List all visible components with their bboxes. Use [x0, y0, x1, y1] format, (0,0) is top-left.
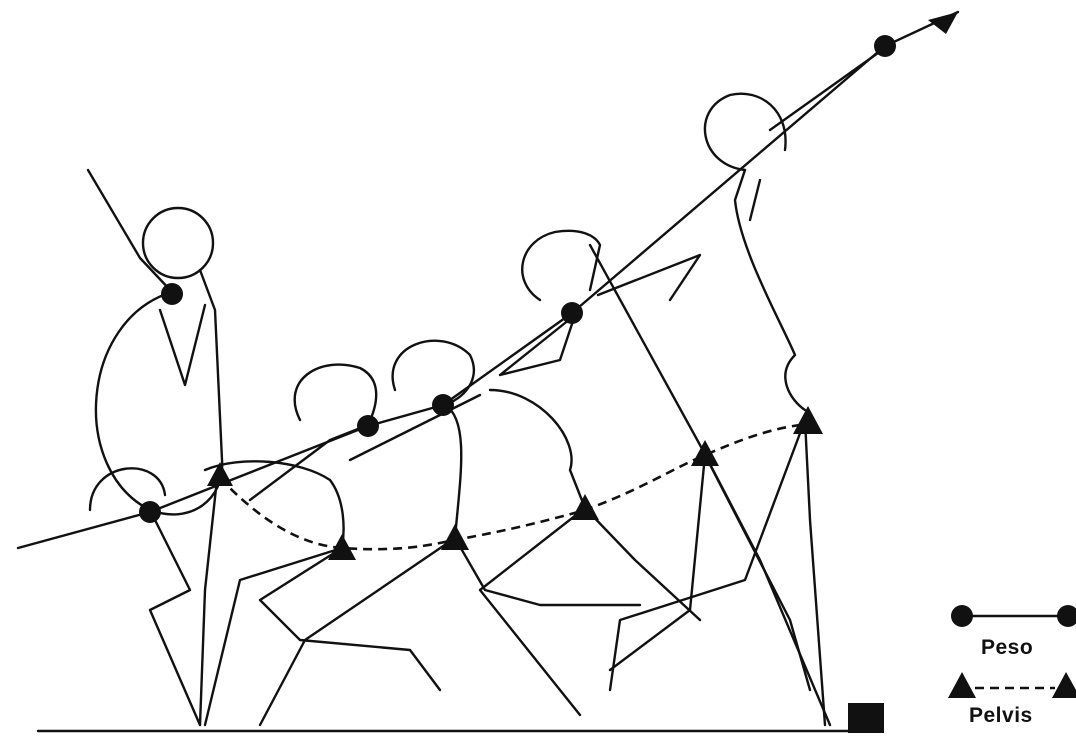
peso-trajectory-line [18, 12, 958, 548]
pelvis-point [207, 462, 233, 486]
legend-peso-marker [1057, 605, 1076, 627]
figure-2-leg-front [260, 548, 440, 690]
figure-4-torso [490, 390, 585, 508]
figure-1-leg-b [150, 510, 200, 725]
figure-3-leg-back [260, 538, 455, 725]
figure-4-leg-back [480, 508, 585, 715]
figure-5-torso [590, 245, 830, 725]
figure-6-other-arm [750, 180, 760, 220]
figure-4-leg-front [585, 508, 700, 620]
pelvis-point [571, 494, 599, 520]
figure-6-back [735, 170, 805, 410]
figure-4-head [522, 231, 600, 300]
stop-block [848, 703, 884, 733]
figure-5-leg-a [610, 455, 705, 670]
peso-point [161, 283, 183, 305]
figure-1-body-loop [96, 270, 222, 514]
legend-pelvis-label: Pelvis [969, 704, 1033, 728]
pelvis-point [793, 406, 823, 434]
legend-peso-label: Peso [981, 636, 1033, 660]
figure-3-torso [445, 405, 461, 538]
legend-pelvis-marker [948, 672, 976, 698]
pelvis-point [691, 440, 719, 466]
peso-point [357, 415, 379, 437]
figure-6 [610, 48, 885, 725]
legend-pelvis-marker [1052, 672, 1076, 698]
figure-1-chest [160, 305, 205, 385]
figure-1-head [143, 208, 213, 278]
pelvis-point [328, 534, 356, 560]
figure-3-head [393, 341, 474, 405]
peso-point [432, 394, 454, 416]
figure-6-head [705, 94, 786, 170]
peso-arrowhead [928, 12, 958, 34]
figure-5-leg-b [705, 455, 810, 690]
figure-5 [590, 245, 830, 725]
peso-point [139, 501, 161, 523]
legend-peso-marker [951, 605, 973, 627]
peso-point [561, 302, 583, 324]
figure-1 [88, 170, 222, 725]
peso-point [874, 35, 896, 57]
figure-4-arm [500, 315, 575, 375]
pelvis-point [441, 524, 469, 550]
pelvis-trajectory-line [220, 424, 808, 549]
